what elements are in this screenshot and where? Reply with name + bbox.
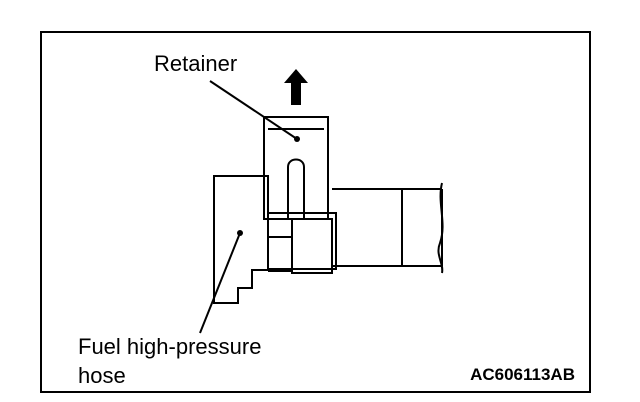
retainer-lower-latch xyxy=(291,218,333,274)
retainer-leader-dot xyxy=(294,136,300,142)
retainer-label: Retainer xyxy=(154,51,238,76)
hose-connector-body xyxy=(213,175,269,304)
fuel-pipe xyxy=(332,188,442,267)
hose-label-line1: Fuel high-pressure xyxy=(78,334,262,359)
hose-leader-dot xyxy=(237,230,243,236)
retainer-slot xyxy=(287,158,305,219)
fuel-pipe-end xyxy=(401,189,443,266)
retainer-leader-line xyxy=(209,80,298,140)
connector-collar xyxy=(268,236,293,272)
pull-up-arrow-icon xyxy=(284,69,308,105)
fuel-hose-retainer-drawing xyxy=(199,69,444,334)
figure-code: AC606113AB xyxy=(470,365,575,384)
hose-label-line2: hose xyxy=(78,363,126,388)
diagram-frame: Retainer Fuel high-pressure hose AC60611… xyxy=(40,31,591,393)
retainer-body xyxy=(263,116,329,220)
connector-step-upper xyxy=(268,212,337,270)
pipe-break-line xyxy=(437,182,444,274)
hose-leader-line xyxy=(199,232,241,334)
